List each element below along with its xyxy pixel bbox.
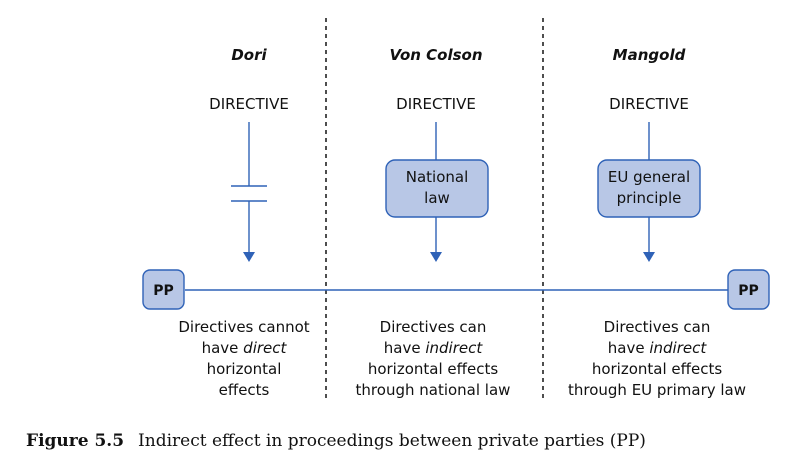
arrowhead-mangold (643, 252, 655, 262)
case-title-dori: Dori (231, 46, 267, 64)
caption-line: have indirect (608, 339, 708, 357)
eu-principle-line-2: principle (617, 189, 682, 207)
caption-line: have direct (202, 339, 288, 357)
caption-line: horizontal effects (368, 360, 499, 378)
mangold-arrow: EU general principle (597, 122, 701, 262)
national-law-line-2: law (424, 189, 450, 207)
arrowhead-dori (243, 252, 255, 262)
caption-line: horizontal (207, 360, 282, 378)
caption-line: Directives can (380, 318, 487, 336)
national-law-line-1: National (406, 168, 469, 186)
caption-line: horizontal effects (592, 360, 723, 378)
figure-caption-text: Indirect effect in proceedings between p… (138, 431, 646, 451)
caption-von-colson: Directives can have indirect horizontal ef… (356, 318, 511, 399)
figure-label: Figure 5.5 (26, 431, 124, 451)
caption-line: through national law (356, 381, 511, 399)
pp-box-right: PP (727, 269, 770, 310)
eu-principle-line-1: EU general (608, 168, 690, 186)
case-title-mangold: Mangold (613, 46, 686, 64)
pp-label-left: PP (153, 283, 174, 299)
directive-label-dori: DIRECTIVE (209, 95, 289, 113)
von-colson-arrow: National law (385, 122, 489, 262)
directive-label-mangold: DIRECTIVE (609, 95, 689, 113)
caption-line: have indirect (384, 339, 484, 357)
caption-dori: Directives cannot have direct horizontal ef… (178, 318, 309, 399)
caption-line: Directives cannot (178, 318, 309, 336)
national-law-box (385, 159, 489, 218)
caption-mangold: Directives can have indirect horizontal ef… (568, 318, 746, 399)
caption-line: Directives can (604, 318, 711, 336)
directive-label-von-colson: DIRECTIVE (396, 95, 476, 113)
figure-caption: Figure 5.5 Indirect effect in proceeding… (26, 431, 646, 451)
caption-line: effects (219, 381, 270, 399)
pp-box-left: PP (142, 269, 185, 310)
caption-line: through EU primary law (568, 381, 746, 399)
case-title-von-colson: Von Colson (389, 46, 482, 64)
dori-blocked-arrow (231, 122, 267, 262)
arrowhead-von-colson (430, 252, 442, 262)
pp-label-right: PP (738, 283, 759, 299)
